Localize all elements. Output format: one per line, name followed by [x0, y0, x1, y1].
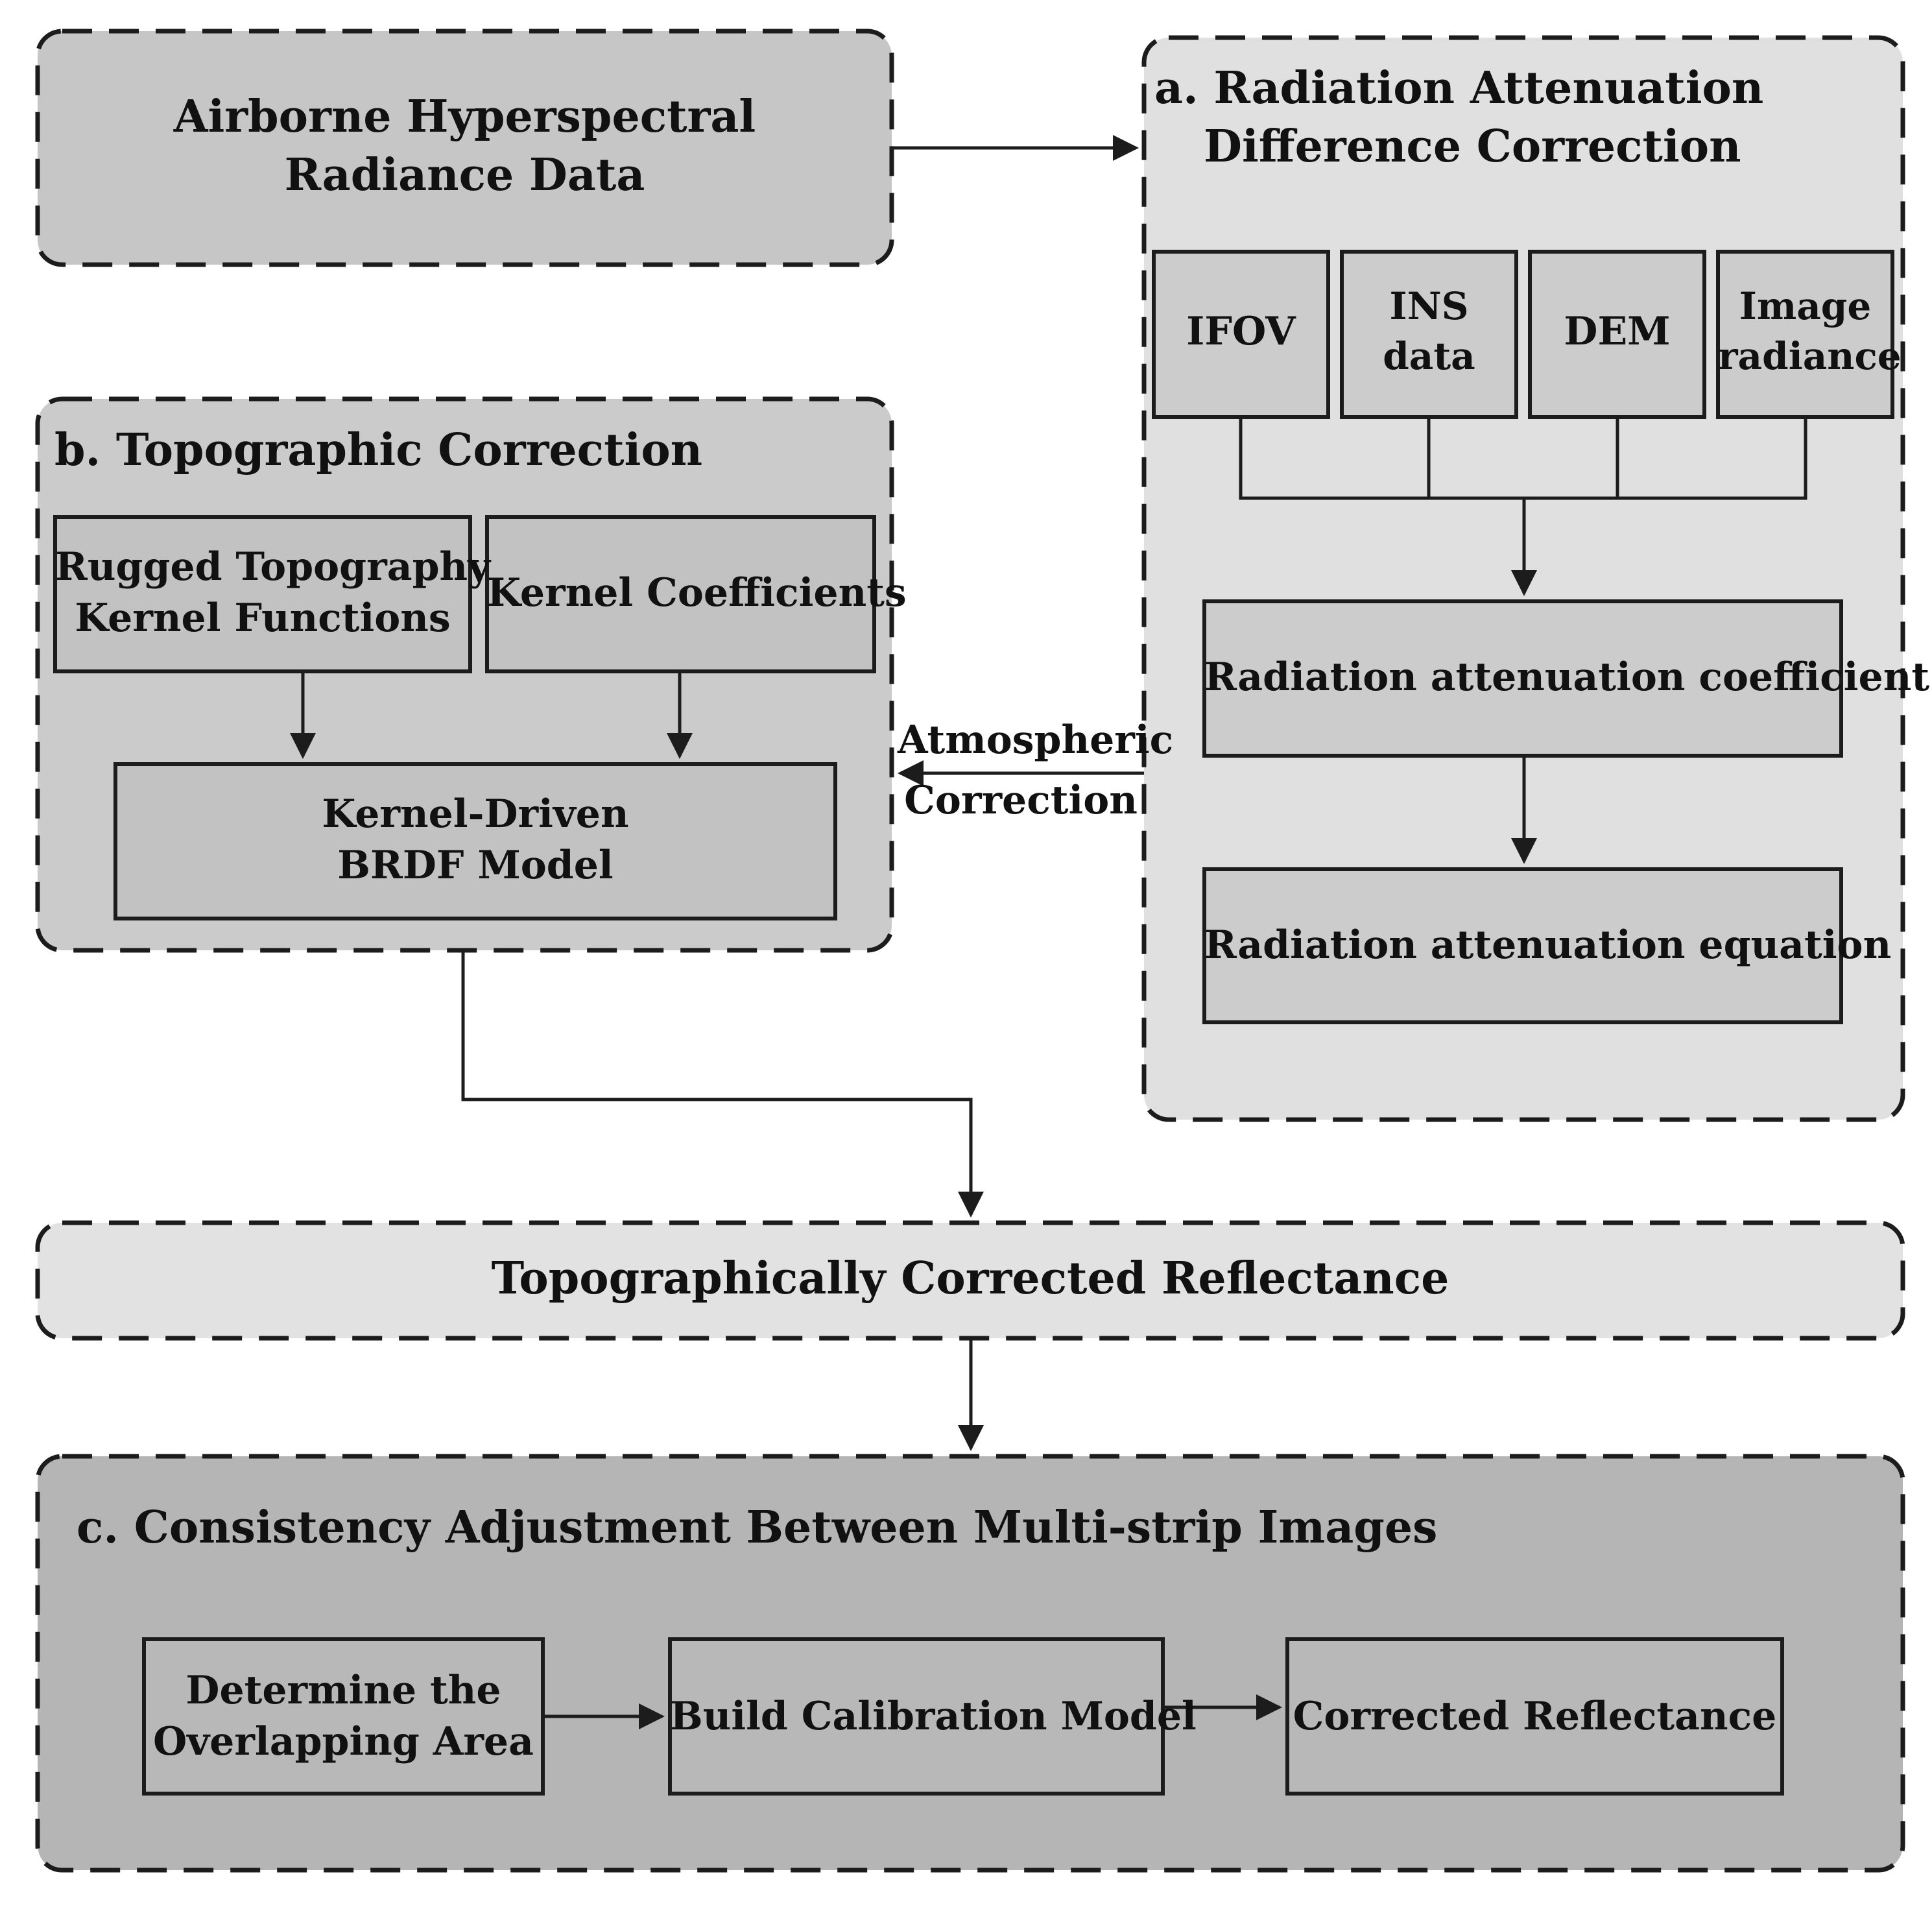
attenuation-coefficient-box [1202, 599, 1843, 758]
ifov-label: IFOV [1154, 306, 1328, 357]
overlapping-area-line-2: Overlapping Area [153, 1719, 534, 1765]
ins-data-label-line-2: data [1383, 333, 1475, 378]
overlapping-area-box [142, 1637, 545, 1796]
atmospheric-correction-line-1: Atmospheric [898, 717, 1174, 763]
airborne-data-line-2: Radiance Data [284, 149, 645, 201]
attenuation-coefficient-label: Radiation attenuation coefficient [1204, 655, 1930, 700]
attenuation-equation-box [1202, 867, 1843, 1024]
brdf-model-line-2: BRDF Model [337, 843, 614, 889]
kernel-functions-box [53, 515, 472, 673]
calibration-model-label: Build Calibration Model [670, 1694, 1197, 1739]
calibration-model-box [668, 1637, 1165, 1796]
section-a-title: a. Radiation Attenuation Difference Corr… [1154, 60, 1894, 176]
brdf-model-box [113, 762, 837, 920]
overlapping-area-label: Determine the Overlapping Area [144, 1665, 543, 1768]
section-a-title-line-1: a. Radiation Attenuation [1154, 62, 1764, 114]
section-a-title-line-2: Difference Correction [1204, 120, 1741, 173]
image-radiance-label-line-1: Image [1739, 284, 1872, 328]
ins-data-box [1340, 250, 1518, 419]
image-radiance-label-line-2: radiance [1718, 333, 1902, 378]
section-c-title-line: c. Consistency Adjustment Between Multi-… [77, 1502, 1438, 1554]
kernel-functions-label: Rugged Topography Kernel Functions [55, 542, 491, 644]
overlapping-area-line-1: Determine the [185, 1668, 501, 1713]
corrected-reflectance-label: Corrected Reflectance [1293, 1694, 1777, 1739]
image-radiance-box [1716, 250, 1894, 419]
topo-reflectance-label: Topographically Corrected Reflectance [491, 1253, 1449, 1304]
atmospheric-correction-line-2: Correction [904, 778, 1138, 824]
ins-data-label-line-1: INS [1389, 284, 1469, 328]
ins-data-label: INS data [1342, 282, 1516, 381]
dem-label: DEM [1530, 306, 1704, 357]
image-radiance-label: Image radiance [1718, 282, 1902, 381]
airborne-data-label: Airborne Hyperspectral Radiance Data [38, 88, 892, 205]
corrected-reflectance-box [1285, 1637, 1784, 1796]
kernel-functions-line-1: Rugged Topography [55, 544, 491, 590]
section-b-title-line: b. Topographic Correction [54, 424, 703, 476]
kernel-coefficients-label: Kernel Coefficients [487, 570, 907, 616]
kernel-coefficients-box [485, 515, 876, 673]
dem-box [1528, 250, 1706, 419]
dem-label-line-1: DEM [1564, 309, 1671, 354]
arrow-section-b-to-topo-reflectance [461, 950, 984, 1218]
brdf-model-label: Kernel-Driven BRDF Model [115, 789, 835, 891]
section-b-title: b. Topographic Correction [54, 422, 872, 480]
airborne-data-line-1: Airborne Hyperspectral [173, 91, 756, 143]
atmospheric-correction-label: Atmospheric Correction [898, 715, 1174, 826]
brdf-model-line-1: Kernel-Driven [322, 791, 629, 837]
kernel-functions-line-2: Kernel Functions [75, 595, 451, 642]
ifov-label-line-1: IFOV [1186, 309, 1296, 354]
attenuation-equation-label: Radiation attenuation equation [1204, 922, 1892, 968]
section-c-title: c. Consistency Adjustment Between Multi-… [77, 1499, 1828, 1557]
